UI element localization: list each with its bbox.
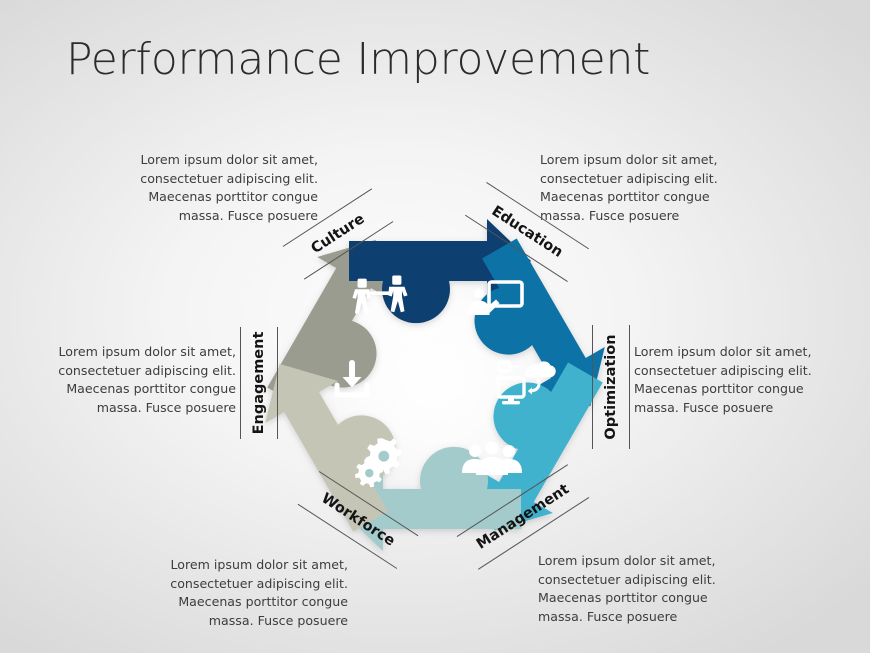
label-group-optimization[interactable]: Optimization: [592, 325, 630, 449]
hexagon-cycle-diagram: [230, 195, 640, 575]
download-tray-icon: [334, 360, 370, 398]
label-group-engagement[interactable]: Engagement: [240, 327, 278, 439]
description-engagement: Lorem ipsum dolor sit amet, consectetuer…: [58, 344, 236, 415]
label-rule-bottom-optimization: [629, 325, 630, 449]
label-rule-top-engagement: [240, 327, 241, 439]
segment-label-engagement: Engagement: [251, 331, 267, 435]
description-workforce: Lorem ipsum dolor sit amet, consectetuer…: [170, 557, 348, 628]
segment-label-optimization: Optimization: [603, 334, 619, 440]
label-rule-bottom-engagement: [277, 327, 278, 439]
description-education: Lorem ipsum dolor sit amet, consectetuer…: [540, 152, 718, 223]
description-optimization: Lorem ipsum dolor sit amet, consectetuer…: [634, 344, 812, 415]
presenter-whiteboard-icon: [468, 280, 524, 315]
people-group-icon: [462, 441, 522, 475]
gears-icon: [355, 438, 402, 488]
page-title: Performance Improvement: [66, 34, 651, 85]
cloud-computer-icon: [496, 360, 556, 405]
description-culture: Lorem ipsum dolor sit amet, consectetuer…: [140, 152, 318, 223]
label-rule-top-optimization: [592, 325, 593, 449]
description-management: Lorem ipsum dolor sit amet, consectetuer…: [538, 553, 716, 624]
people-handshake-icon: [352, 275, 408, 315]
